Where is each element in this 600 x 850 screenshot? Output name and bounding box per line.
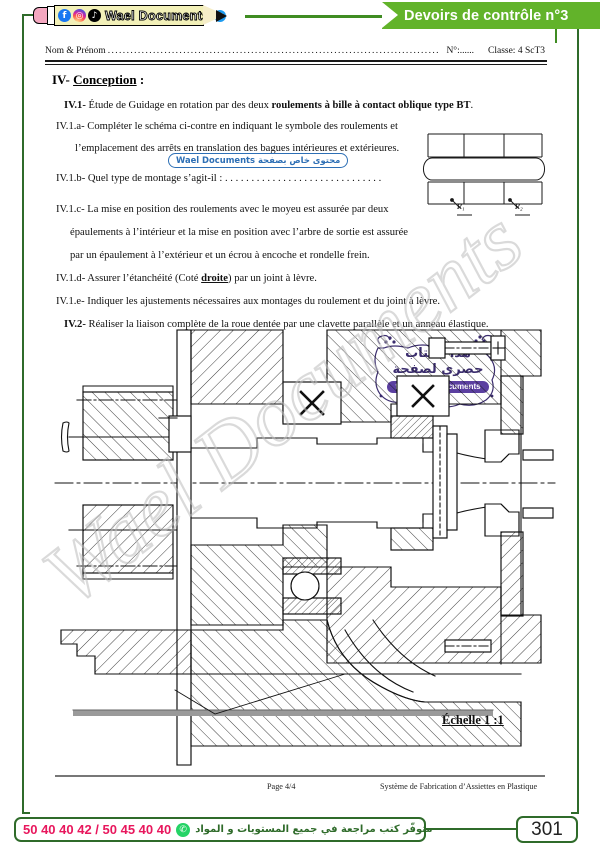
question-iv1: IV.1- Étude de Guidage en rotation par d… (64, 99, 473, 112)
facebook-icon: f (58, 9, 71, 22)
q2-prefix: IV.2- (64, 319, 86, 330)
header-rule-thin (45, 64, 547, 65)
q1c-line2: épaulements à l’intérieur et la mise en … (70, 227, 408, 238)
pencil-lead-tip (216, 9, 227, 22)
q1-text-a: Étude de Guidage en rotation par des deu… (85, 100, 272, 111)
footer-connector-line (424, 828, 519, 831)
instagram-icon: ◎ (73, 9, 86, 22)
name-dots-field[interactable]: ........................................… (107, 46, 441, 56)
frame-bottom-left-cap (22, 812, 30, 814)
q1-prefix: IV.1- (64, 100, 86, 111)
frame-top-left-cap (22, 14, 38, 16)
q1-text-end: . (470, 100, 474, 111)
q2-text: Réaliser la liaison complète de la roue … (85, 319, 489, 330)
frame-bottom-right-cap (571, 812, 579, 814)
exam-title-banner: Devoirs de contrôle n°3 (382, 2, 600, 29)
q1d-prefix: IV.1.d- (56, 273, 86, 284)
number-label[interactable]: N°:...... (446, 46, 474, 56)
section-number: IV- (52, 72, 70, 87)
q1a-line1: Compléter le schéma ci-contre en indiqua… (84, 121, 398, 132)
q1b-text[interactable]: Quel type de montage s’agit-il : . . . .… (85, 173, 382, 184)
banner-drop-tick (555, 29, 557, 43)
q1d-text-a: Assurer l’étanchéité (Coté (85, 273, 202, 284)
q1c-line1: La mise en position des roulements avec … (84, 204, 389, 215)
frame-left-border (22, 14, 24, 814)
brand-pencil-logo: f ◎ ♪ Wael Documents ✓ (33, 3, 238, 28)
footer-system-label: Système de Fabrication d’Assiettes en Pl… (380, 782, 538, 791)
bearing-schematic-diagram: R₁ R₂ (423, 112, 589, 217)
mechanical-cross-section-drawing (54, 329, 556, 766)
class-label: Classe: 4 ScT3 (488, 46, 545, 56)
promo-contact-bar: متوفّر كتب مراجعة في جميع المستويات و ال… (14, 817, 433, 842)
brand-name-label: Wael Documents (105, 8, 210, 23)
question-iv1c-line1: IV.1.c- La mise en position des roulemen… (56, 203, 389, 216)
question-iv1c-line2: épaulements à l’intérieur et la mise en … (70, 226, 408, 239)
q1b-prefix: IV.1.b- (56, 173, 86, 184)
question-iv2: IV.2- Réaliser la liaison complète de la… (64, 318, 489, 331)
promo-arabic-label: متوفّر كتب مراجعة في جميع المستويات و ال… (195, 824, 433, 835)
q1d-text-bold: droite (201, 273, 229, 284)
q1-text-bold: roulements à bille à contact oblique typ… (271, 100, 471, 111)
q1c-line3: par un épaulement à l’extérieur et un éc… (70, 250, 370, 261)
promo-phone-label[interactable]: 50 40 40 42 / 50 45 40 40 (23, 822, 172, 837)
question-iv1b: IV.1.b- Quel type de montage s’agit-il :… (56, 172, 381, 185)
whatsapp-icon: ✆ (176, 822, 191, 837)
schema-label-r2: R₂ (515, 202, 523, 211)
question-iv1a-line2: l’emplacement des arrêts en translation … (75, 142, 399, 155)
identity-row: Nom & Prénom ...........................… (45, 46, 545, 56)
header-connector-line (245, 15, 390, 18)
section-title-text: Conception (73, 72, 137, 87)
exam-title-label: Devoirs de contrôle n°3 (404, 7, 569, 24)
page-number-badge: 301 (516, 816, 578, 843)
q1a-line2: l’emplacement des arrêts en translation … (75, 143, 400, 154)
q1e-text: Indiquer les ajustements nécessaires aux… (84, 296, 441, 307)
footer-page-label: Page 4/4 (267, 782, 296, 791)
section-title: IV- Conception : (52, 72, 144, 88)
question-iv1c-line3: par un épaulement à l’extérieur et un éc… (70, 249, 370, 262)
footer-rule (55, 775, 545, 778)
frame-right-border (577, 14, 579, 814)
section-colon: : (136, 72, 145, 87)
question-iv1d: IV.1.d- Assurer l’étanchéité (Coté droit… (56, 272, 317, 285)
question-iv1a-line1: IV.1.a- Compléter le schéma ci-contre en… (56, 120, 398, 133)
question-iv1e: IV.1.e- Indiquer les ajustements nécessa… (56, 295, 440, 308)
pencil-body: f ◎ ♪ Wael Documents ✓ (54, 5, 227, 26)
tiktok-icon: ♪ (88, 9, 101, 22)
q1a-prefix: IV.1.a- (56, 121, 85, 132)
scale-label: Échelle 1 :1 (442, 713, 504, 727)
header-rule-thick (45, 60, 547, 62)
name-label: Nom & Prénom (45, 46, 106, 56)
arabic-exclusive-badge: محتوى خاص بصفحة Wael Documents (168, 153, 349, 168)
q1c-prefix: IV.1.c- (56, 204, 85, 215)
q1d-text-b: ) par un joint à lèvre. (228, 273, 317, 284)
q1e-prefix: IV.1.e- (56, 296, 85, 307)
schema-label-r1: R₁ (457, 202, 465, 211)
